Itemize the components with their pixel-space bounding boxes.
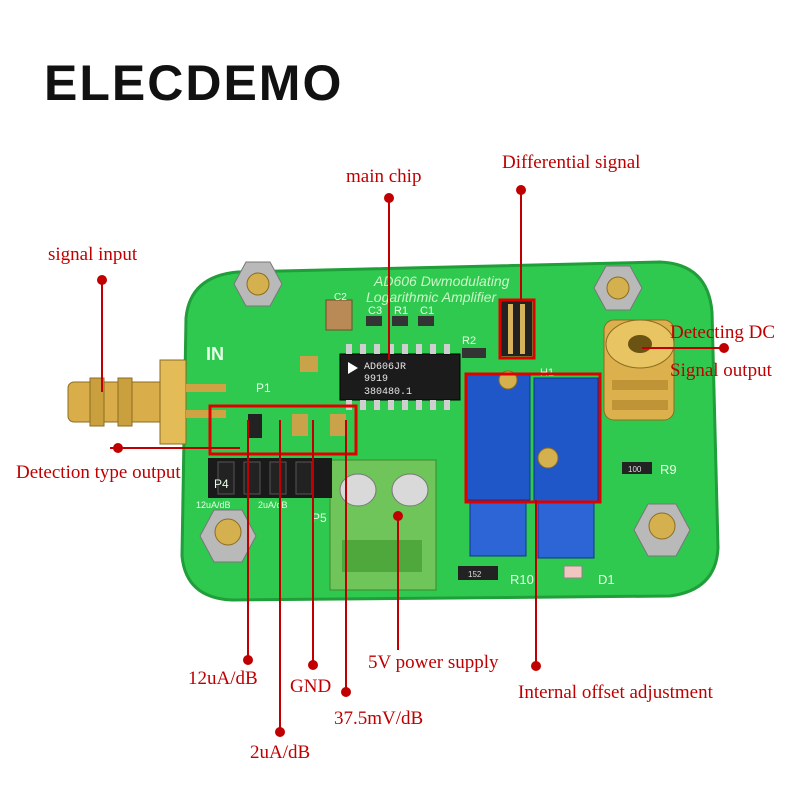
small-part-d	[300, 356, 318, 372]
callout-detection-type-output: Detection type output	[16, 462, 181, 483]
silk-title-1: AD606 Dwmodulating	[373, 273, 510, 289]
silk-p1: P1	[256, 381, 271, 395]
dot-5v	[393, 511, 403, 521]
highlight-offset-pots	[464, 372, 602, 504]
silk-c3: C3	[368, 305, 382, 317]
silk-c2: C2	[334, 292, 347, 303]
callout-12uadb: 12uA/dB	[188, 668, 258, 689]
silk-p4: P4	[214, 477, 229, 491]
silk-12uadb: 12uA/dB	[196, 500, 231, 510]
pcb-board	[180, 260, 720, 602]
brand-logo: ELECDEMO	[44, 55, 344, 111]
highlight-differential	[498, 298, 536, 360]
main-chip	[339, 353, 461, 401]
dot-gnd	[308, 660, 318, 670]
callout-37mvdb: 37.5mV/dB	[334, 708, 424, 729]
sma-output-connector	[603, 319, 675, 421]
callout-main-chip: main chip	[346, 166, 422, 187]
chip-text-3: 380480.1	[364, 387, 412, 398]
standoff-top-right	[593, 265, 643, 311]
standoff-bottom-left	[199, 509, 257, 563]
capacitor-c1	[418, 316, 434, 326]
capacitor-c3	[366, 316, 382, 326]
highlight-detection-type	[208, 404, 358, 456]
callout-2uadb: 2uA/dB	[250, 742, 311, 763]
silk-2uadb: 2uA/dB	[258, 500, 288, 510]
callout-detecting-dc: Detecting DC	[670, 322, 776, 343]
silk-title-2: Logarithmic Amplifier	[366, 289, 498, 305]
callout-5v-power-supply: 5V power supply	[368, 652, 499, 673]
capacitor-c2	[325, 299, 353, 331]
standoff-top-left	[233, 261, 283, 307]
dot-differential	[516, 185, 526, 195]
resistor-r2	[462, 348, 486, 358]
sma-input-connector	[67, 359, 226, 445]
callout-signal-output: Signal output	[670, 360, 772, 381]
dot-12uadb	[243, 655, 253, 665]
dot-detection-type	[113, 443, 123, 453]
silk-152: 152	[468, 570, 482, 579]
small-part-a	[248, 414, 262, 438]
silk-in: IN	[206, 344, 224, 364]
small-part-b	[292, 414, 308, 436]
callout-differential-signal: Differential signal	[502, 152, 641, 173]
resistor-r1	[392, 316, 408, 326]
trimmer-pot-right	[533, 377, 599, 559]
analog-devices-logo	[348, 362, 358, 374]
silk-d1: D1	[598, 572, 615, 587]
callout-internal-offset: Internal offset adjustment	[518, 682, 713, 703]
callout-signal-input: signal input	[48, 244, 138, 265]
silk-r10: R10	[510, 572, 534, 587]
resistor-r10	[458, 566, 498, 580]
dot-main-chip	[384, 193, 394, 203]
chip-text-2: 9919	[364, 374, 388, 385]
trimmer-pot-left	[465, 370, 531, 557]
differential-header	[500, 300, 532, 356]
output-pin-header	[208, 458, 332, 498]
silk-100: 100	[628, 465, 642, 474]
callout-gnd: GND	[290, 676, 332, 697]
dot-2uadb	[275, 727, 285, 737]
silk-r9: R9	[660, 462, 677, 477]
resistor-r9	[622, 462, 652, 474]
led-d1	[563, 565, 583, 579]
dot-signal-input	[97, 275, 107, 285]
standoff-bottom-right	[633, 503, 691, 557]
dot-37mvdb	[341, 687, 351, 697]
dot-detecting-dc	[719, 343, 729, 353]
power-terminal-block	[329, 459, 437, 591]
silk-p5: P5	[312, 511, 327, 525]
silk-r2: R2	[462, 335, 476, 347]
chip-pins	[346, 344, 450, 410]
small-part-c	[330, 414, 346, 436]
silk-c1: C1	[420, 305, 434, 317]
silk-r1: R1	[394, 305, 408, 317]
dot-offset	[531, 661, 541, 671]
chip-text-1: AD606JR	[364, 362, 406, 373]
